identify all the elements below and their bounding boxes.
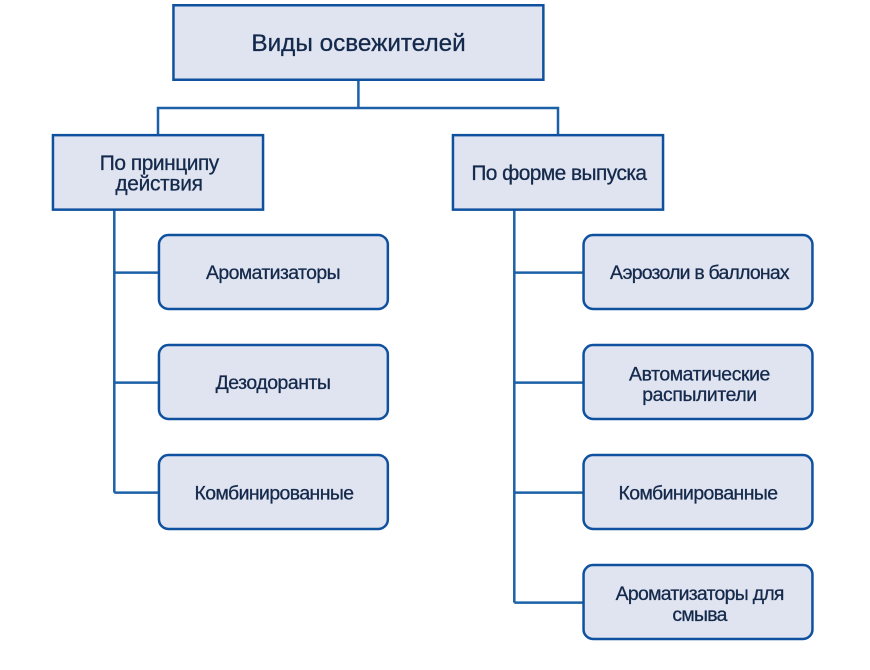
svg-text:Комбинированные: Комбинированные [619, 482, 778, 504]
svg-text:действия: действия [115, 173, 202, 196]
svg-text:Дезодоранты: Дезодоранты [216, 372, 331, 394]
svg-text:Комбинированные: Комбинированные [195, 482, 354, 504]
svg-text:По форме выпуска: По форме выпуска [471, 162, 647, 185]
svg-text:Ароматизаторы: Ароматизаторы [206, 262, 340, 284]
svg-text:Автоматические: Автоматические [629, 364, 770, 386]
svg-text:Ароматизаторы для: Ароматизаторы для [616, 583, 784, 605]
svg-text:распылители: распылители [642, 384, 757, 406]
svg-text:По принципу: По принципу [100, 152, 220, 175]
svg-text:смыва: смыва [672, 604, 727, 626]
svg-text:Виды освежителей: Виды освежителей [251, 30, 465, 57]
svg-text:Аэрозоли в баллонах: Аэрозоли в баллонах [610, 262, 790, 284]
